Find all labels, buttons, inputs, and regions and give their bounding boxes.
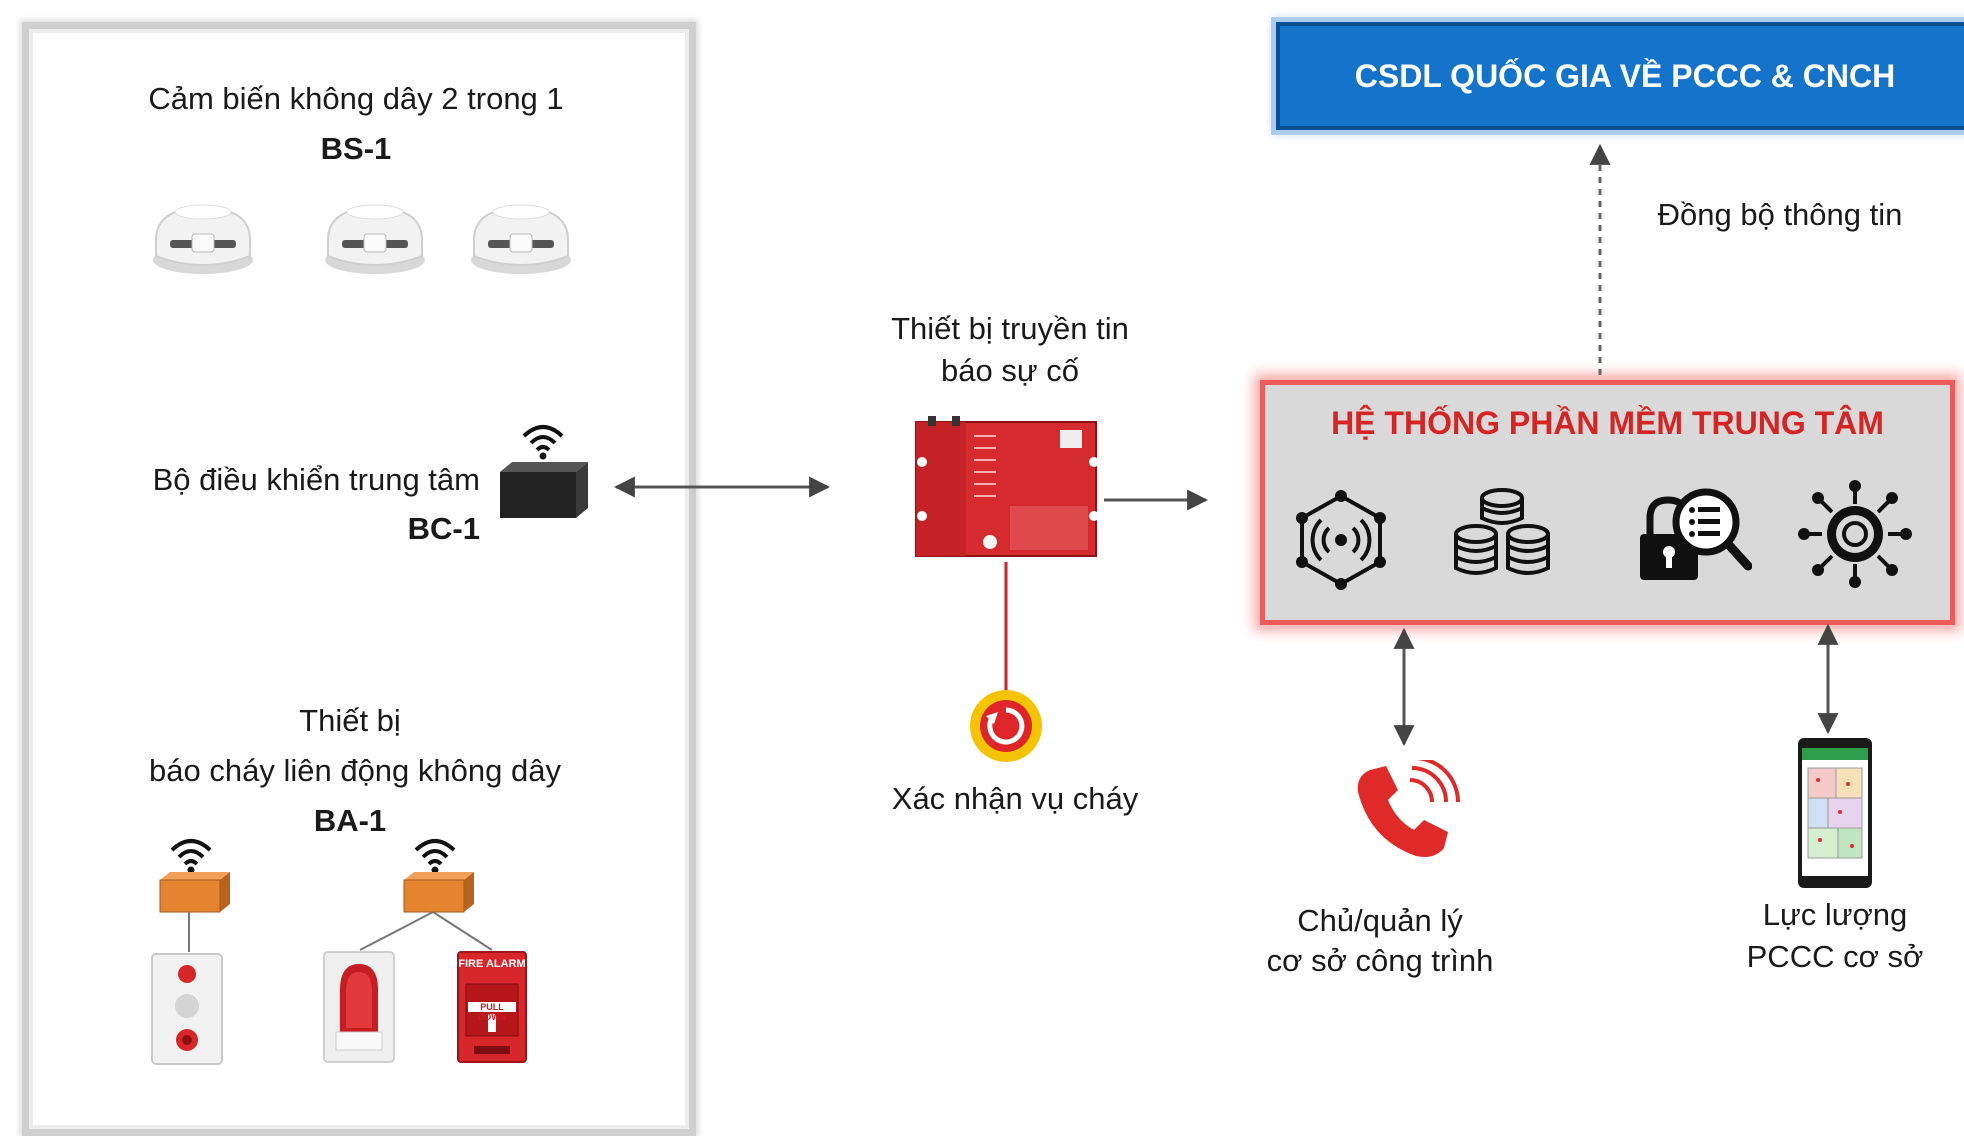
wifi-icon: [414, 839, 456, 874]
sensor-title: Cảm biến không dây 2 trong 1: [148, 81, 564, 116]
transmitter-title-line1: Thiết bị truyền tin: [891, 311, 1129, 346]
alarm-code: BA-1: [313, 803, 387, 838]
wifi-icon: [522, 425, 564, 460]
settings-network-icon: [1798, 480, 1912, 588]
owner-label-line2: cơ sở công trình: [1266, 943, 1494, 978]
central-system-title: HỆ THỐNG PHẦN MỀM TRUNG TÂM: [1331, 405, 1884, 441]
controller-code: BC-1: [407, 511, 480, 546]
manual-pull-station-icon: [457, 951, 527, 1063]
owner-label-line1: Chủ/quản lý: [1297, 903, 1463, 938]
controller-box-icon: [500, 462, 588, 518]
sensor-code: BS-1: [320, 131, 392, 166]
strobe-siren-icon: [323, 951, 395, 1063]
force-label-line2: PCCC cơ sở: [1746, 939, 1924, 974]
smoke-detector-icon: [153, 204, 253, 274]
transmitter-device-icon[interactable]: [912, 416, 1102, 562]
pull-station-label: PULL DOWN: [477, 1002, 507, 1022]
mobile-app-icon[interactable]: [1796, 736, 1874, 890]
iot-network-icon: [1296, 490, 1386, 590]
sync-label: Đồng bộ thông tin: [1657, 197, 1903, 232]
wireless-module-icon: [403, 872, 474, 913]
security-search-icon: [1640, 488, 1752, 580]
national-database-label: CSDL QUỐC GIA VỀ PCCC & CNCH: [1354, 57, 1896, 94]
emergency-button-icon[interactable]: [968, 688, 1044, 764]
controller-title: Bộ điều khiển trung tâm: [152, 462, 480, 497]
phone-call-icon[interactable]: [1350, 760, 1460, 864]
fire-button-panel-icon: [151, 953, 223, 1065]
pull-station-title: FIRE ALARM: [458, 958, 526, 970]
smoke-detector-icon: [325, 204, 425, 274]
wifi-icon: [170, 839, 212, 874]
transmitter-title-line2: báo sự cố: [941, 353, 1079, 388]
database-coins-icon: [1454, 488, 1550, 575]
force-label-line1: Lực lượng: [1762, 897, 1908, 932]
smoke-detector-icon: [471, 204, 571, 274]
alarm-title-line1: Thiết bị: [299, 703, 401, 738]
wireless-module-icon: [159, 872, 230, 913]
confirm-fire-label: Xác nhận vụ cháy: [891, 781, 1139, 816]
national-database-box: CSDL QUỐC GIA VỀ PCCC & CNCH: [1276, 22, 1964, 130]
central-software-system: HỆ THỐNG PHẦN MỀM TRUNG TÂM: [1260, 380, 1955, 625]
alarm-title-line2: báo cháy liên động không dây: [149, 753, 561, 788]
